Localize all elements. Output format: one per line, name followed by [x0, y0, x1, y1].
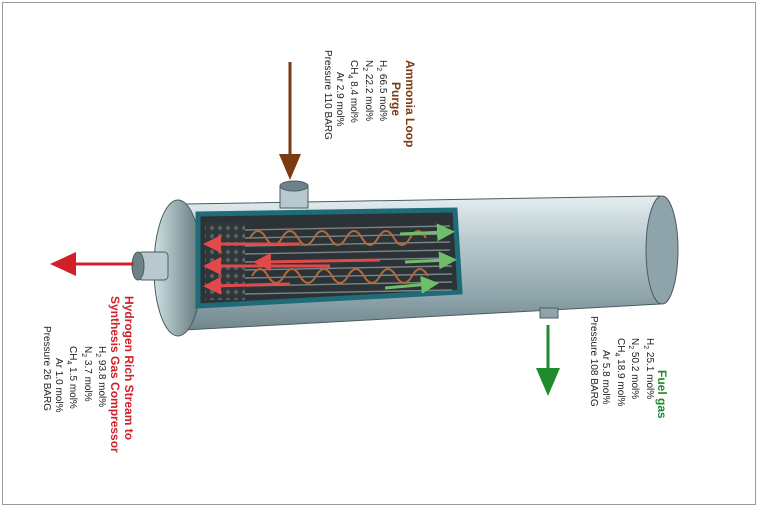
fuel-row-h2: H2 25.1 mol% [641, 338, 655, 400]
purge-label: Ammonia Loop Purge H2 66.5 mol% N2 22.2 … [321, 50, 417, 148]
hydrogen-label: Hydrogen Rich Stream to Synthesis Gas Co… [40, 296, 136, 453]
purge-row-h2: H2 66.5 mol% [375, 60, 389, 122]
fuel-row-ch4: CH4 18.9 mol% [612, 338, 626, 407]
purge-row-ch4: CH4 8.4 mol% [346, 60, 360, 123]
fuel-row-ar: Ar 5.8 mol% [600, 350, 612, 405]
fuel-row-n2: N2 50.2 mol% [627, 338, 641, 400]
hydrogen-title-line2: Synthesis Gas Compressor [107, 296, 122, 453]
hydrogen-row-n2: N2 3.7 mol% [79, 346, 93, 402]
hydrogen-outlet-arrow [50, 252, 134, 276]
purge-title-line2: Purge [388, 82, 403, 117]
fuel-label: Fuel gas H2 25.1 mol% N2 50.2 mol% CH4 1… [587, 316, 669, 419]
hydrogen-row-ar: Ar 1.0 mol% [53, 358, 65, 413]
purge-row-n2: N2 22.2 mol% [360, 60, 374, 122]
purge-row-pressure: Pressure 110 BARG [322, 50, 334, 140]
hydrogen-title-line1: Hydrogen Rich Stream to [122, 296, 136, 441]
tube-sheet [205, 222, 245, 300]
purge-row-ar: Ar 2.9 mol% [334, 72, 346, 127]
fuel-flow-arrows [384, 223, 457, 294]
cutaway-interior [195, 207, 463, 309]
hydrogen-row-h2: H2 93.8 mol% [94, 346, 108, 408]
fuel-row-pressure: Pressure 108 BARG [588, 316, 600, 407]
purge-flow-spirals [249, 230, 429, 284]
hydrogen-flow-arrows [203, 235, 381, 295]
hydrogen-row-ch4: CH4 1.5 mol% [65, 346, 79, 409]
hydrogen-row-pressure: Pressure 26 BARG [41, 326, 53, 412]
fuel-outlet-arrow [536, 325, 560, 396]
purge-inlet-arrow [279, 62, 301, 180]
purge-title-line1: Ammonia Loop [403, 60, 417, 148]
fuel-title: Fuel gas [655, 370, 669, 419]
